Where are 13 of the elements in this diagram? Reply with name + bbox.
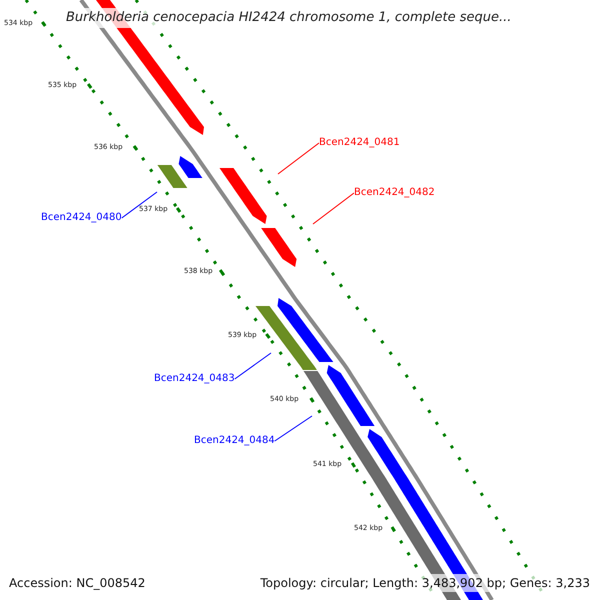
- topology-text: Topology: circular; Length: 3,483,902 bp; Genes: 3,233: [260, 574, 590, 592]
- accession-text: Accession: NC_008542: [9, 575, 146, 592]
- leader-line: [278, 142, 320, 174]
- leader-line: [312, 192, 354, 224]
- leader-line: [274, 416, 312, 442]
- gene-label: Bcen2424_0480: [41, 211, 122, 225]
- map-title: Burkholderia cenocepacia HI2424 chromosome 1, complete seque...: [66, 8, 512, 28]
- gene-label: Bcen2424_0484: [194, 434, 275, 448]
- leader-line: [121, 192, 158, 218]
- leader-line: [234, 352, 272, 380]
- gene-label: Bcen2424_0482: [354, 186, 435, 200]
- gene-label: Bcen2424_0483: [154, 372, 235, 386]
- gene-label: Bcen2424_0481: [319, 136, 400, 150]
